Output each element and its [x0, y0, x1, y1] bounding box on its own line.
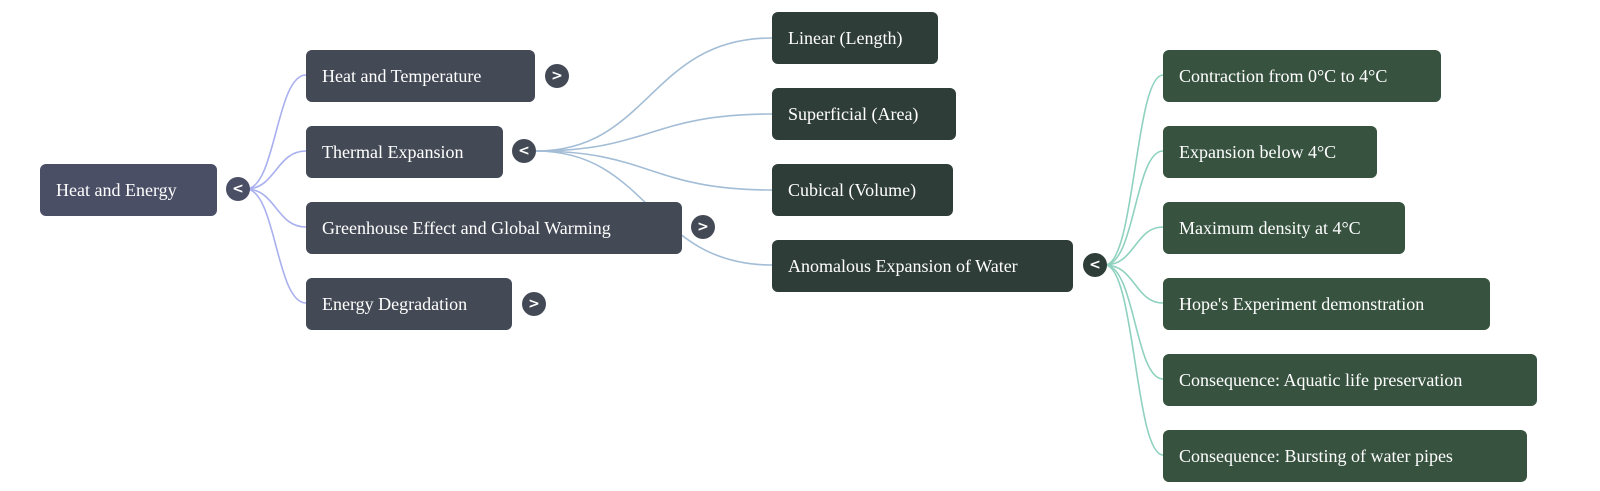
node-expansion-below-4[interactable]: Expansion below 4°C [1163, 126, 1377, 178]
link-thermal-linear [535, 37, 773, 152]
link-water-pipes [1104, 264, 1164, 456]
link-root-thermal-expansion [245, 150, 307, 190]
node-hopes-experiment[interactable]: Hope's Experiment demonstration [1163, 278, 1490, 330]
collapse-toggle-anomalous-expansion[interactable]: < [1083, 253, 1107, 277]
node-cubical-volume[interactable]: Cubical (Volume) [772, 164, 953, 216]
link-thermal-cubical [535, 150, 773, 191]
collapse-toggle-thermal-expansion[interactable]: < [512, 139, 536, 163]
expand-toggle-energy-degradation[interactable]: > [522, 292, 546, 316]
node-contraction-0-to-4[interactable]: Contraction from 0°C to 4°C [1163, 50, 1441, 102]
node-energy-degradation[interactable]: Energy Degradation [306, 278, 512, 330]
link-water-density [1104, 226, 1164, 266]
link-water-contraction [1104, 74, 1164, 266]
node-maximum-density-4[interactable]: Maximum density at 4°C [1163, 202, 1405, 254]
node-anomalous-expansion-of-water[interactable]: Anomalous Expansion of Water [772, 240, 1073, 292]
expand-toggle-heat-and-temperature[interactable]: > [545, 64, 569, 88]
link-thermal-superficial [535, 113, 773, 152]
link-water-aquatic [1104, 264, 1164, 380]
link-root-greenhouse [245, 188, 307, 228]
link-water-hope [1104, 264, 1164, 304]
collapse-toggle-heat-and-energy[interactable]: < [226, 177, 250, 201]
node-linear-length[interactable]: Linear (Length) [772, 12, 938, 64]
node-aquatic-life-preservation[interactable]: Consequence: Aquatic life preservation [1163, 354, 1537, 406]
link-water-expansion [1104, 150, 1164, 266]
link-root-heat-temperature [245, 74, 307, 190]
node-thermal-expansion[interactable]: Thermal Expansion [306, 126, 503, 178]
node-bursting-water-pipes[interactable]: Consequence: Bursting of water pipes [1163, 430, 1527, 482]
node-superficial-area[interactable]: Superficial (Area) [772, 88, 956, 140]
expand-toggle-greenhouse-effect[interactable]: > [691, 215, 715, 239]
link-root-energy-degradation [245, 188, 307, 304]
node-heat-and-energy[interactable]: Heat and Energy [40, 164, 217, 216]
node-greenhouse-effect[interactable]: Greenhouse Effect and Global Warming [306, 202, 682, 254]
node-heat-and-temperature[interactable]: Heat and Temperature [306, 50, 535, 102]
